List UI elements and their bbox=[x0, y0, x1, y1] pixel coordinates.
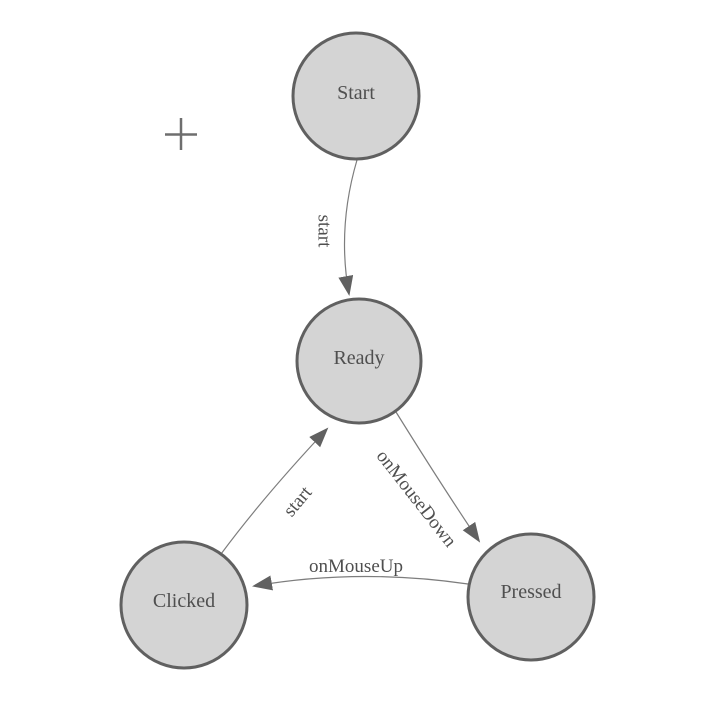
edge-path[interactable] bbox=[252, 575, 469, 591]
edge-label: start bbox=[313, 215, 334, 248]
state-circle[interactable] bbox=[295, 297, 423, 425]
state-node-clicked[interactable]: Clicked bbox=[119, 540, 249, 670]
transition-pressed-to-clicked: onMouseUp bbox=[252, 556, 469, 591]
edge-path[interactable] bbox=[395, 411, 481, 543]
state-node-pressed[interactable]: Pressed bbox=[466, 532, 596, 662]
edge-path[interactable] bbox=[338, 159, 358, 296]
edge-path[interactable] bbox=[220, 427, 329, 555]
state-node-ready[interactable]: Ready bbox=[295, 297, 423, 425]
state-circle[interactable] bbox=[466, 532, 596, 662]
state-circle[interactable] bbox=[291, 31, 421, 161]
plus-crosshair-icon bbox=[165, 118, 197, 150]
state-circle[interactable] bbox=[119, 540, 249, 670]
edge-label: onMouseUp bbox=[309, 556, 403, 577]
transition-start-to-ready: start bbox=[313, 159, 358, 296]
state-node-start[interactable]: Start bbox=[291, 31, 421, 161]
